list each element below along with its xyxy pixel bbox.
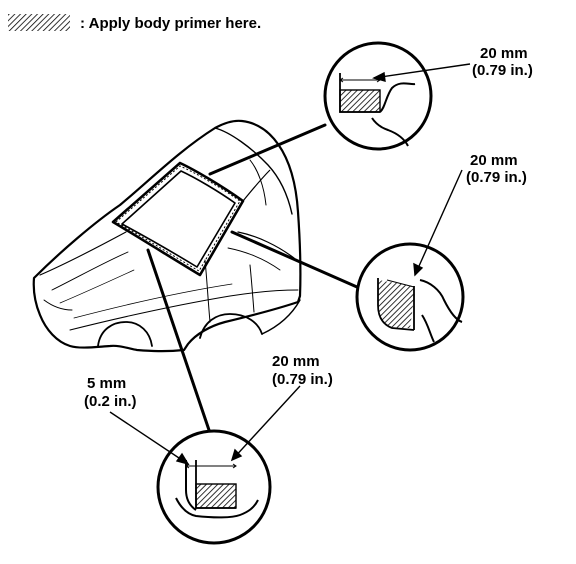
detail-circle-bottom	[156, 429, 272, 545]
callout-right-in: (0.79 in.)	[466, 169, 527, 186]
callout-top-mm: 20 mm	[480, 45, 528, 62]
callout-right-mm: 20 mm	[470, 152, 518, 169]
callout-bottom-right-mm: 20 mm	[272, 353, 320, 370]
detail-circle-right	[355, 242, 465, 352]
callout-bottom-left-mm: 5 mm	[87, 375, 127, 392]
callout-top-in: (0.79 in.)	[472, 62, 533, 79]
hatched-swatch-icon	[8, 14, 70, 31]
legend-text: : Apply body primer here.	[80, 15, 262, 32]
detail-circle-top	[323, 41, 433, 151]
windshield-frame	[111, 161, 271, 277]
leader-line-top	[208, 123, 327, 176]
callout-bottom-left-in: (0.2 in.)	[84, 393, 137, 410]
leader-lines	[146, 123, 359, 435]
callout-arrows	[109, 63, 471, 466]
leader-line-bottom	[146, 248, 212, 435]
leader-line-right	[230, 230, 359, 289]
car-body-outline	[32, 119, 302, 353]
callout-bottom-right-in: (0.79 in.)	[272, 371, 333, 388]
